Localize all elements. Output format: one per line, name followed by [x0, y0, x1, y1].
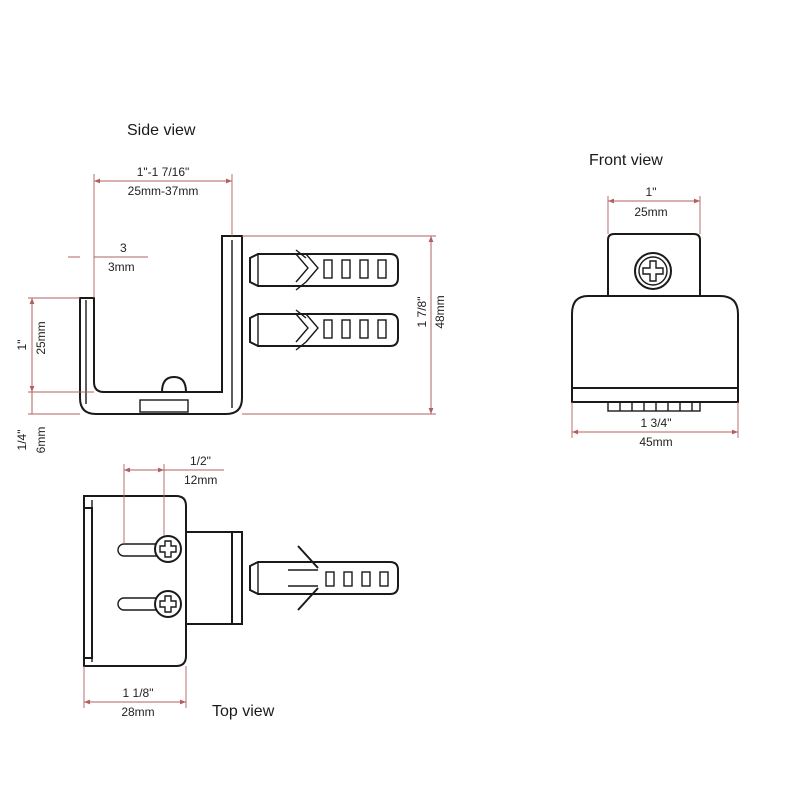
top-slot-in-label: 1/2": [190, 454, 211, 468]
side-height-dimension: 1" 25mm: [15, 297, 94, 393]
side-thickness-dimension: 3 3mm: [68, 241, 148, 274]
side-height-in-label: 1": [15, 340, 29, 351]
side-thickness-mm-label: 3mm: [108, 260, 135, 274]
side-gap-dimension: 1/4" 6mm: [15, 392, 80, 453]
front-top-width-dimension: 1" 25mm: [607, 185, 701, 234]
top-width-mm-label: 28mm: [121, 705, 154, 719]
side-width-dimension: 1"-1 7/16" 25mm-37mm: [93, 165, 233, 298]
side-wall-anchor-top: [249, 249, 399, 291]
top-width-dimension: 1 1/8" 28mm: [83, 666, 187, 719]
top-wall-anchor: [249, 545, 399, 611]
side-width-mm-label: 25mm-37mm: [128, 184, 199, 198]
side-view: Side view: [15, 122, 447, 453]
front-bracket: [571, 233, 739, 412]
side-total-in-label: 1 7/8": [415, 297, 429, 328]
side-bracket: [79, 235, 243, 415]
side-gap-mm-label: 6mm: [34, 427, 48, 454]
side-total-height-dimension: 1 7/8" 48mm: [242, 235, 447, 415]
front-view: Front view 1" 25mm: [571, 152, 739, 449]
side-wall-anchor-bottom: [249, 309, 399, 351]
top-screw-icon-upper: [154, 535, 182, 563]
front-bottom-width-dimension: 1 3/4" 45mm: [571, 402, 739, 449]
side-width-in-label: 1"-1 7/16": [137, 165, 190, 179]
top-view: Top view: [83, 454, 399, 720]
side-height-mm-label: 25mm: [34, 321, 48, 354]
top-width-in-label: 1 1/8": [123, 686, 154, 700]
front-screw-icon: [634, 252, 672, 290]
side-gap-in-label: 1/4": [15, 430, 29, 451]
side-view-title: Side view: [127, 122, 196, 139]
front-top-mm-label: 25mm: [634, 205, 667, 219]
top-bracket: [83, 495, 243, 667]
side-total-mm-label: 48mm: [433, 295, 447, 328]
front-view-title: Front view: [589, 152, 663, 169]
side-thickness-in-label: 3: [120, 241, 127, 255]
top-screw-icon-lower: [154, 590, 182, 618]
front-top-in-label: 1": [646, 185, 657, 199]
top-slot-dimension: 1/2" 12mm: [123, 454, 224, 544]
top-view-title: Top view: [212, 703, 275, 720]
front-bottom-in-label: 1 3/4": [641, 416, 672, 430]
front-bottom-mm-label: 45mm: [639, 435, 672, 449]
top-slot-mm-label: 12mm: [184, 473, 217, 487]
